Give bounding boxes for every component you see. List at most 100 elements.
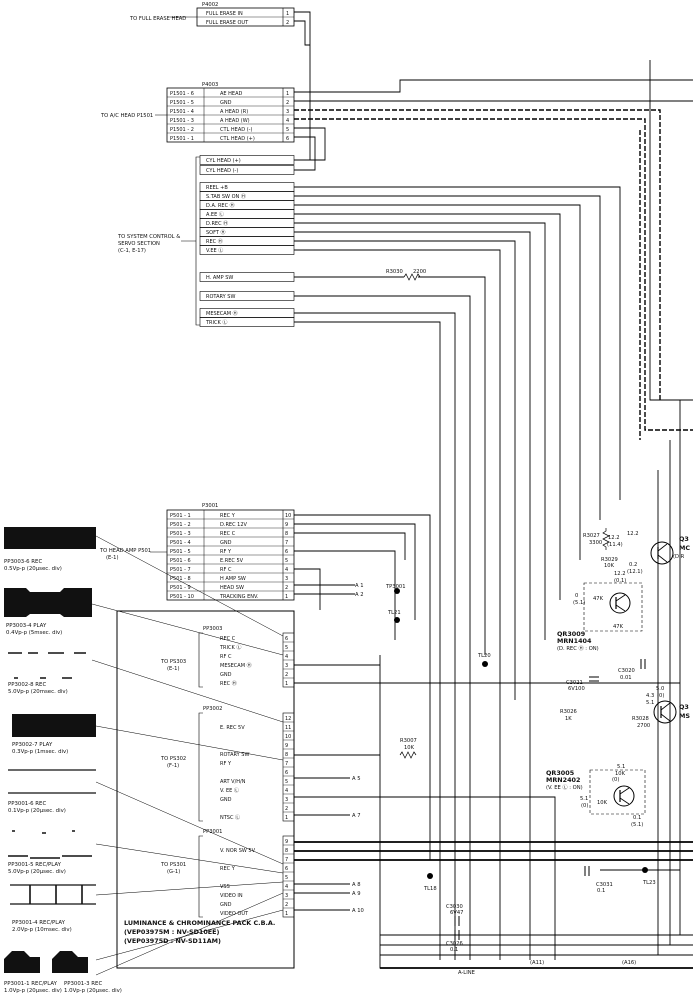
- r3027-value: 3300: [589, 540, 602, 546]
- v-0-1b: 0.1: [633, 815, 641, 821]
- p3001-pin-src: P501 - 3: [170, 531, 191, 537]
- p3001-pin-src: P501 - 1: [170, 513, 191, 519]
- p4003-pin-sig: CTL HEAD (+): [220, 136, 255, 142]
- pp3002-pin-num: 4: [285, 788, 288, 794]
- wave-7-scale: 2.0Vp-p (10msec. div): [12, 927, 72, 933]
- p4003-name: P4003: [202, 82, 218, 88]
- label-head-amp-2: (E-1): [106, 555, 119, 561]
- p3001-name: P3001: [202, 503, 218, 509]
- p4003-pin-num: 4: [286, 118, 289, 124]
- r3007-value: 10K: [404, 745, 415, 751]
- system-pin-sig: SOFT Ⓗ: [206, 229, 226, 236]
- p3001-pin-sig: TRACKING ENV.: [219, 594, 259, 600]
- p4002-name: P4002: [202, 2, 218, 8]
- p3001-pin-num: 6: [285, 549, 288, 555]
- tp3001-label: TP3001: [385, 584, 406, 590]
- v-0d: (0): [581, 803, 588, 809]
- c3020-value: 0.01: [620, 675, 632, 681]
- r3030-label: R3030: [386, 269, 403, 275]
- waveform-pp3001-1: [4, 951, 40, 973]
- dashed-shield-lines: [294, 109, 693, 440]
- label-ps302-1: TO PS302: [160, 756, 186, 762]
- p3001-pin-sig: HEAD SW: [220, 585, 244, 591]
- p4003-pin-num: 2: [286, 100, 289, 106]
- pp3003-pin-num: 6: [285, 636, 288, 642]
- pp3001-pin-sig: VIDEO IN: [220, 893, 243, 899]
- pp3001-pin-num: 9: [285, 839, 288, 845]
- ref-a9: A 9: [352, 891, 361, 897]
- v-5-1d: 5.1: [580, 796, 588, 802]
- pp3002-pin-num: 9: [285, 743, 288, 749]
- label-ps302-2: (F-1): [167, 763, 179, 769]
- pp3002-pin-num: 11: [285, 725, 291, 731]
- pp3001-pin-sig: V. NOR SW 5V: [220, 848, 256, 854]
- a16-label: (A16): [622, 960, 636, 966]
- system-pin-sig: ROTARY SW: [206, 294, 235, 300]
- q-top-part: MC: [679, 544, 690, 552]
- p3001-pin-num: 9: [285, 522, 288, 528]
- c3031-label: C3031: [596, 882, 613, 888]
- p3001-pin-src: P501 - 10: [170, 594, 194, 600]
- q-top-transistor: [650, 541, 674, 565]
- p3001-pin-num: 5: [285, 558, 288, 564]
- waveform-pp3003-6: [4, 527, 96, 549]
- pp3003-pin-sig: TRICK Ⓛ: [219, 644, 241, 651]
- p4003-pin-src: P1501 - 3: [170, 118, 194, 124]
- system-pin-sig: A.EE Ⓛ: [206, 211, 224, 218]
- pp3001-pin-num: 5: [285, 875, 288, 881]
- pp3003-pin-num: 4: [285, 654, 288, 660]
- pp3001-pin-num: 4: [285, 884, 288, 890]
- v-4-3: 4.3: [646, 693, 654, 699]
- pp3002-pin-sig: V. EE Ⓛ: [220, 787, 239, 794]
- v-5-1c: 5.1: [617, 764, 625, 770]
- system-pin-sig: V.EE Ⓛ: [206, 247, 223, 254]
- label-system-control-2: SERVO SECTION: [118, 241, 160, 247]
- system-pin-sig: TRICK Ⓛ: [205, 319, 227, 326]
- v-12-2a: 12.2: [608, 535, 620, 541]
- p3001-pin-src: P501 - 5: [170, 549, 191, 555]
- ref-a5: A 5: [352, 776, 361, 782]
- label-full-erase-head: TO FULL ERASE HEAD: [129, 16, 186, 22]
- connector-system-control: CYL HEAD (+)CYL HEAD (-)REEL +BS.TAB SW …: [195, 155, 295, 327]
- pp3001-pin-sig: REC Y: [220, 866, 236, 872]
- p4003-pin-num: 5: [286, 127, 289, 133]
- tl20-label: TL20: [477, 653, 491, 659]
- a-line-label: A-LINE: [458, 970, 475, 976]
- p4003-pin-src: P1501 - 2: [170, 127, 194, 133]
- wave-6-scale: 5.0Vp-p (20μsec. div): [8, 869, 66, 875]
- p4002-pin-1-num: 1: [286, 11, 289, 17]
- p3001-pin-num: 10: [285, 513, 291, 519]
- tp3001-dot: [394, 588, 400, 594]
- r3026-label: R3026: [560, 709, 577, 715]
- q-mid-name: Q3: [679, 703, 689, 711]
- r10k-a: 10K: [615, 771, 626, 777]
- pp3002-pin-num: 12: [285, 716, 291, 722]
- r3007-label: R3007: [400, 738, 417, 744]
- p3001-pin-num: 8: [285, 531, 288, 537]
- p3001-pin-num: 3: [285, 576, 288, 582]
- r3030-value: 2200: [413, 269, 426, 275]
- pp3003-pin-sig: REC C: [220, 636, 236, 642]
- v-5-0: 5.0: [656, 686, 664, 692]
- p4003-pin-src: P1501 - 6: [170, 91, 194, 97]
- pp3002-pin-sig: E. REC 5V: [220, 725, 245, 731]
- c3021-value: 6V100: [568, 686, 585, 692]
- qr3005-note: (V. EE Ⓛ : ON): [546, 783, 583, 791]
- pack-model-2: (VEP03975D : NV-SD11AM): [124, 937, 221, 945]
- wave-3-id: PP3002-8 REC: [8, 682, 46, 688]
- qr3009-part: MRN1404: [557, 637, 592, 645]
- r3027-label: R3027: [583, 533, 600, 539]
- v-0-2: 0.2: [629, 562, 637, 568]
- p3001-pin-num: 1: [285, 594, 288, 600]
- system-pin-sig: CYL HEAD (-): [206, 168, 238, 174]
- p3001-pin-sig: RF C: [220, 567, 232, 573]
- q-top-name: Q3: [679, 535, 689, 543]
- p3001-pin-src: P501 - 7: [170, 567, 191, 573]
- qr3009-name: QR3009: [557, 630, 586, 638]
- wave-4-scale: 0.3Vp-p (1msec. div): [12, 749, 68, 755]
- system-pin-sig: H. AMP SW: [206, 275, 233, 281]
- qr3005-part: MRN2402: [546, 776, 580, 784]
- label-ps303-2: (E-1): [167, 666, 180, 672]
- v-5-1b: 5.1: [646, 700, 654, 706]
